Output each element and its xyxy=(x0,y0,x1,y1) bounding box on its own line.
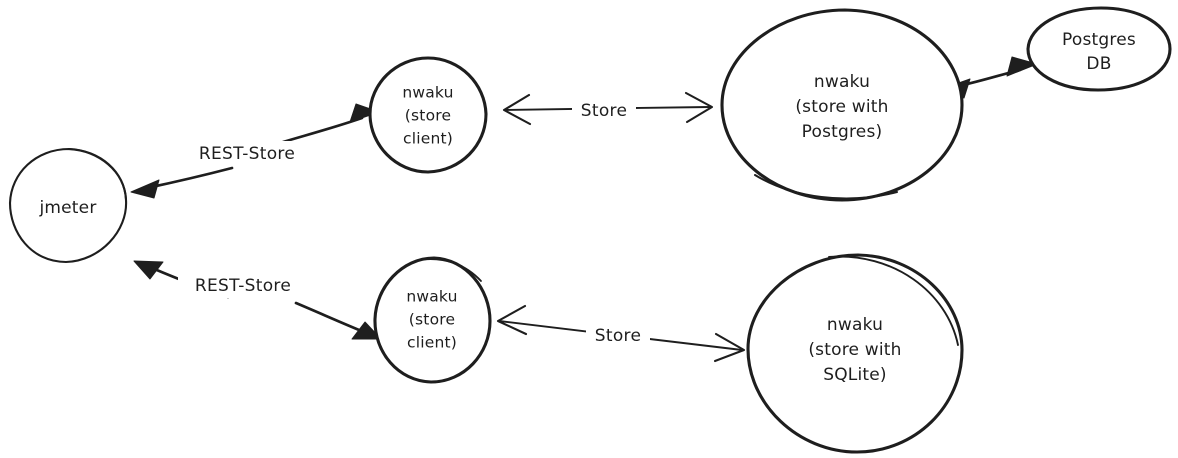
node-label-line-1: nwaku xyxy=(402,84,453,102)
node-label-line-3: client) xyxy=(403,130,453,148)
edge-line-segment xyxy=(145,166,234,190)
node-label-line-3: Postgres) xyxy=(802,122,883,142)
node-label-jmeter: jmeter xyxy=(38,198,96,218)
edge-label-rest-store-top: REST-Store xyxy=(199,144,295,164)
edge-label-store-top: Store xyxy=(581,101,627,121)
node-postgres-db[interactable]: Postgres DB xyxy=(1026,6,1172,92)
node-label-line-1: nwaku xyxy=(827,315,883,335)
edge-line-segment xyxy=(294,301,366,334)
edge-label-store-bottom: Store xyxy=(595,326,641,346)
arrowhead-solid-left xyxy=(133,260,164,280)
node-shape-overstroke xyxy=(754,174,898,200)
arrowhead-open-left xyxy=(496,304,528,336)
edge-label-backing xyxy=(182,141,314,165)
node-label-line-2: (store with xyxy=(808,340,901,360)
node-shape-overstroke xyxy=(417,258,482,282)
node-store-client-top[interactable]: nwaku (store client) xyxy=(368,56,488,174)
edge-label-backing xyxy=(572,99,636,122)
node-shape-circle xyxy=(373,256,492,384)
node-shape-ellipse xyxy=(720,8,964,202)
node-nwaku-postgres[interactable]: nwaku (store with Postgres) xyxy=(720,8,964,202)
arrowhead-solid-right xyxy=(1006,56,1038,77)
node-label-line-3: client) xyxy=(407,334,457,352)
edge-label-backing xyxy=(178,274,310,298)
node-label-line-2: DB xyxy=(1086,54,1111,74)
node-label-line-2: (store with xyxy=(795,97,888,117)
node-shape-ellipse xyxy=(1026,6,1172,92)
node-label-line-1: Postgres xyxy=(1062,30,1136,50)
node-jmeter[interactable]: jmeter xyxy=(8,147,128,264)
node-label-line-1: nwaku xyxy=(814,72,870,92)
edge-store-client-bottom-to-sqlite-node[interactable]: Store xyxy=(496,304,746,363)
node-label-line-3: SQLite) xyxy=(823,365,887,385)
node-store-client-bottom[interactable]: nwaku (store client) xyxy=(373,256,492,384)
arrowhead-open-right xyxy=(684,91,714,124)
arrowhead-solid-right xyxy=(349,103,380,123)
node-shape-overstroke xyxy=(68,148,127,200)
edge-label-backing xyxy=(586,324,650,347)
edge-jmeter-to-store-client-top[interactable]: REST-Store xyxy=(130,103,380,199)
edge-store-client-top-to-postgres-node[interactable]: Store xyxy=(502,91,714,126)
node-label-line-2: (store xyxy=(409,311,455,329)
arrowhead-solid-left xyxy=(130,179,160,199)
node-shape-circle xyxy=(746,253,964,454)
edge-jmeter-to-store-client-bottom[interactable]: REST-Store xyxy=(133,260,382,340)
edge-label-rest-store-bottom: REST-Store xyxy=(195,276,291,296)
node-label-line-2: (store xyxy=(405,107,451,125)
arrowhead-solid-right xyxy=(351,321,382,340)
arrowhead-open-left xyxy=(502,93,532,126)
node-shape-overstroke xyxy=(828,255,959,346)
arrowhead-open-right xyxy=(713,332,746,363)
node-nwaku-sqlite[interactable]: nwaku (store with SQLite) xyxy=(746,253,964,454)
node-label-line-1: nwaku xyxy=(406,288,457,306)
node-shape-circle xyxy=(368,56,488,174)
